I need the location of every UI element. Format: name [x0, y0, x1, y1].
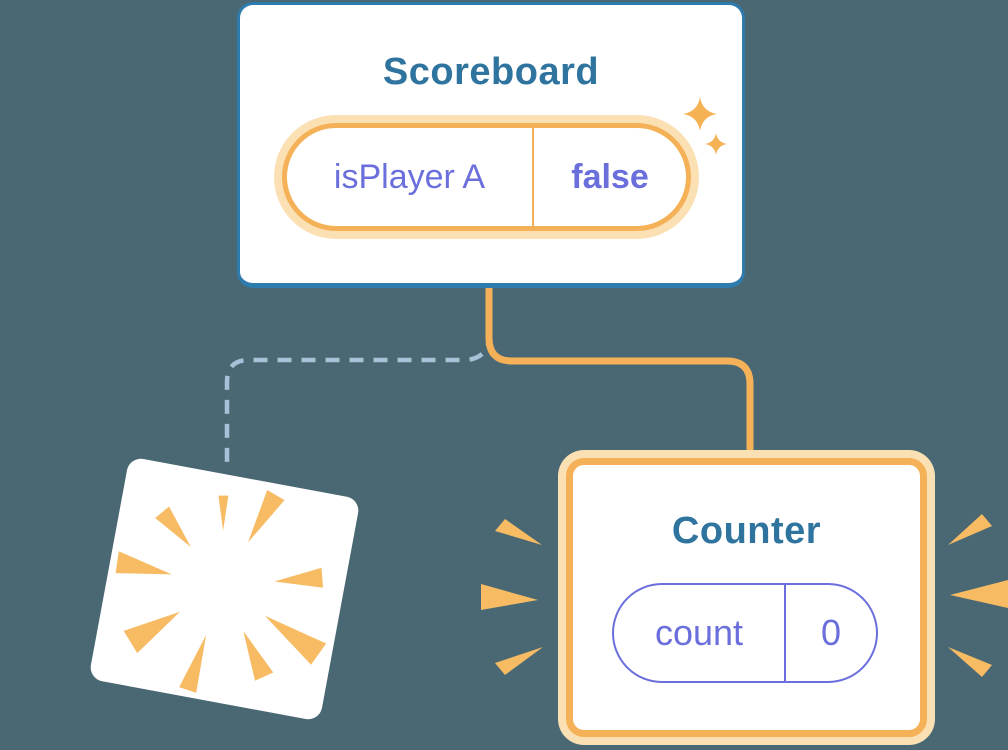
emphasis-rays-right-icon — [948, 514, 1008, 677]
state-name: isPlayer A — [287, 128, 534, 226]
emphasis-rays-left-icon — [481, 519, 543, 675]
scoreboard-state-pill: isPlayer A false — [282, 123, 691, 231]
counter-state-pill: count 0 — [612, 583, 878, 683]
state-name: count — [614, 585, 786, 681]
active-connector-line — [485, 285, 754, 462]
sparkle-icon — [683, 97, 727, 155]
state-value: false — [571, 157, 649, 196]
poof-burst-icon — [115, 490, 327, 693]
scoreboard-card: Scoreboard isPlayer A false — [237, 2, 745, 288]
counter-card: Counter count 0 — [566, 458, 927, 737]
state-value: 0 — [820, 612, 842, 653]
counter-title: Counter — [671, 510, 822, 552]
destroyed-card — [88, 456, 361, 722]
scoreboard-title: Scoreboard — [382, 51, 600, 93]
destroyed-connector-dashed-line — [224, 331, 493, 468]
